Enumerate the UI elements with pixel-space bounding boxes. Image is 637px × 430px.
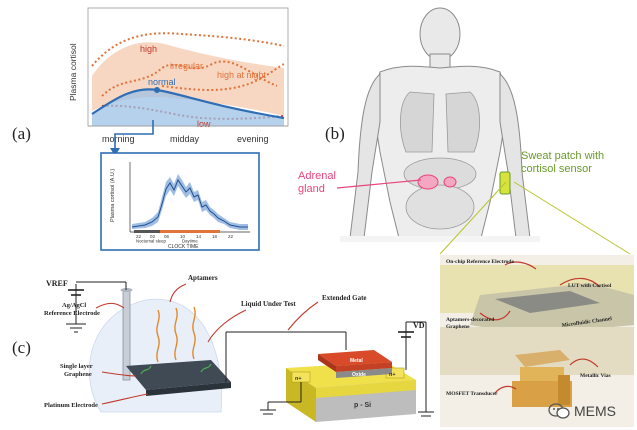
detail-label-mosfet: MOSFET Transducer	[446, 391, 498, 397]
inset-tick-3: 10	[180, 234, 186, 239]
label-substrate: p - Si	[354, 402, 371, 409]
inset-band	[132, 174, 248, 230]
label-ag-agcl-2: Reference Electrode	[44, 310, 100, 317]
y-axis-label: Plasma cortisol	[68, 43, 78, 101]
inset-x-axis-label: CLOCK TIME	[168, 244, 199, 250]
label-high: high	[140, 44, 157, 54]
normal-band	[92, 89, 284, 126]
label-oxide: Oxide	[352, 372, 366, 378]
sweat-sensor-detail: On-chip Reference Electrode LUT with Cor…	[440, 255, 634, 427]
patch-label-line-1: Sweat patch with	[521, 150, 605, 162]
detail-label-lut: LUT with Cortisol	[568, 283, 612, 289]
inset-band-day: Daytime	[182, 239, 198, 244]
detail-graphene	[495, 291, 600, 313]
label-vref: VREF	[46, 279, 68, 288]
gate-metal-front	[336, 362, 392, 372]
inset-tick-5: 18	[212, 234, 218, 239]
panel-label-b: (b)	[325, 124, 345, 143]
label-vd: VD	[413, 321, 425, 330]
curve-irregular	[101, 60, 278, 97]
label-n-plus-left: n+	[295, 376, 302, 382]
normal-peak-dot	[154, 87, 160, 93]
body-base	[340, 236, 540, 242]
inset-day-bar	[160, 230, 220, 233]
aptamer-3	[192, 306, 196, 360]
detail-label-aptamer-1: Aptamers-decorated	[446, 317, 494, 323]
gate-metal-top	[318, 350, 392, 366]
zoom-arrow	[110, 120, 154, 156]
detail-mid-layer	[440, 327, 634, 375]
label-irregular: irregular	[170, 61, 203, 71]
detail-label-ref-electrode: On-chip Reference Electrode	[446, 259, 514, 265]
body-right-lung	[445, 91, 480, 153]
inset-band-sleep: Nocturnal sleep	[136, 239, 166, 244]
cortisol-inset-chart: Plasma cortisol (A.U.) 22 02 06 10 14 18…	[100, 152, 260, 251]
detail-mosfet-side	[558, 375, 570, 405]
panel-label-c: (c)	[12, 338, 31, 357]
gate-oxide	[336, 368, 392, 378]
body-left-lung	[400, 91, 435, 153]
body-intestines	[405, 184, 475, 230]
label-liquid: Liquid Under Test	[241, 300, 296, 308]
inset-frame	[100, 152, 260, 251]
human-body-illustration	[349, 7, 531, 242]
body-head	[419, 7, 461, 61]
aptamer-base-2	[200, 363, 212, 373]
curve-high	[91, 32, 285, 67]
label-graphene-2: Graphene	[64, 371, 92, 378]
label-ag-agcl-1: Ag/AgCl	[62, 302, 86, 309]
inset-tick-0: 22	[136, 234, 142, 239]
label-graphene-1: Single layer	[60, 363, 93, 370]
aptamer-1	[156, 309, 160, 363]
mosfet-front-top	[316, 380, 416, 398]
patch-zoom-lines	[439, 181, 631, 255]
label-high-at-night: high at night	[217, 70, 267, 80]
gate-metal-side	[318, 354, 336, 372]
adrenal-gland-marker	[417, 174, 439, 190]
label-aptamers: Aptamers	[188, 274, 218, 282]
patch-label: Sweat patch with cortisol sensor	[521, 150, 604, 176]
label-platinum: Platinum Electrode	[44, 402, 98, 409]
inset-line	[131, 178, 248, 228]
x-label-evening: evening	[237, 134, 269, 144]
x-label-morning: morning	[102, 134, 135, 144]
inset-tick-4: 14	[196, 234, 202, 239]
label-n-plus-right: n+	[389, 372, 396, 378]
aptamer-2	[174, 307, 178, 361]
adrenal-label-line-1: Adrenal	[298, 170, 336, 182]
platinum-electrode	[146, 382, 231, 396]
adrenal-gland-marker-2	[443, 176, 457, 188]
graphene-sheet	[126, 360, 231, 390]
inset-tick-1: 02	[150, 234, 156, 239]
watermark-text: MEMS	[574, 403, 616, 419]
inset-sleep-bar	[134, 230, 160, 233]
detail-vias	[515, 350, 570, 367]
egfet-schematic: VREF Aptamers Ag/AgCl Reference Electrod…	[44, 274, 434, 422]
x-label-midday: midday	[170, 134, 200, 144]
curve-normal	[91, 88, 285, 120]
label-normal: normal	[148, 77, 176, 87]
adrenal-pointer	[336, 179, 422, 189]
body-left-arm	[349, 72, 381, 239]
inset-tick-6: 22	[228, 234, 234, 239]
label-extended-gate: Extended Gate	[322, 294, 367, 302]
adrenal-label-line-2: gland	[298, 183, 325, 195]
label-metal: Metal	[350, 358, 363, 364]
inset-y-axis-label: Plasma cortisol (A.U.)	[110, 169, 116, 222]
inset-tick-2: 06	[164, 234, 170, 239]
watermark: MEMS	[548, 402, 616, 420]
aptamer-base-1	[140, 365, 152, 375]
cortisol-rhythm-chart: Plasma cortisol high irregular normal hi…	[68, 7, 289, 144]
patch-label-line-2: cortisol sensor	[521, 163, 592, 175]
detail-label-vias: Metallic Vias	[580, 373, 611, 379]
detail-mosfet-top	[520, 367, 564, 381]
label-low: low	[197, 119, 211, 129]
detail-label-aptamer-2: Graphene	[446, 324, 470, 330]
adrenal-label: Adrenal gland	[298, 170, 336, 196]
panel-label-a: (a)	[12, 124, 31, 143]
wechat-icon	[548, 403, 570, 419]
